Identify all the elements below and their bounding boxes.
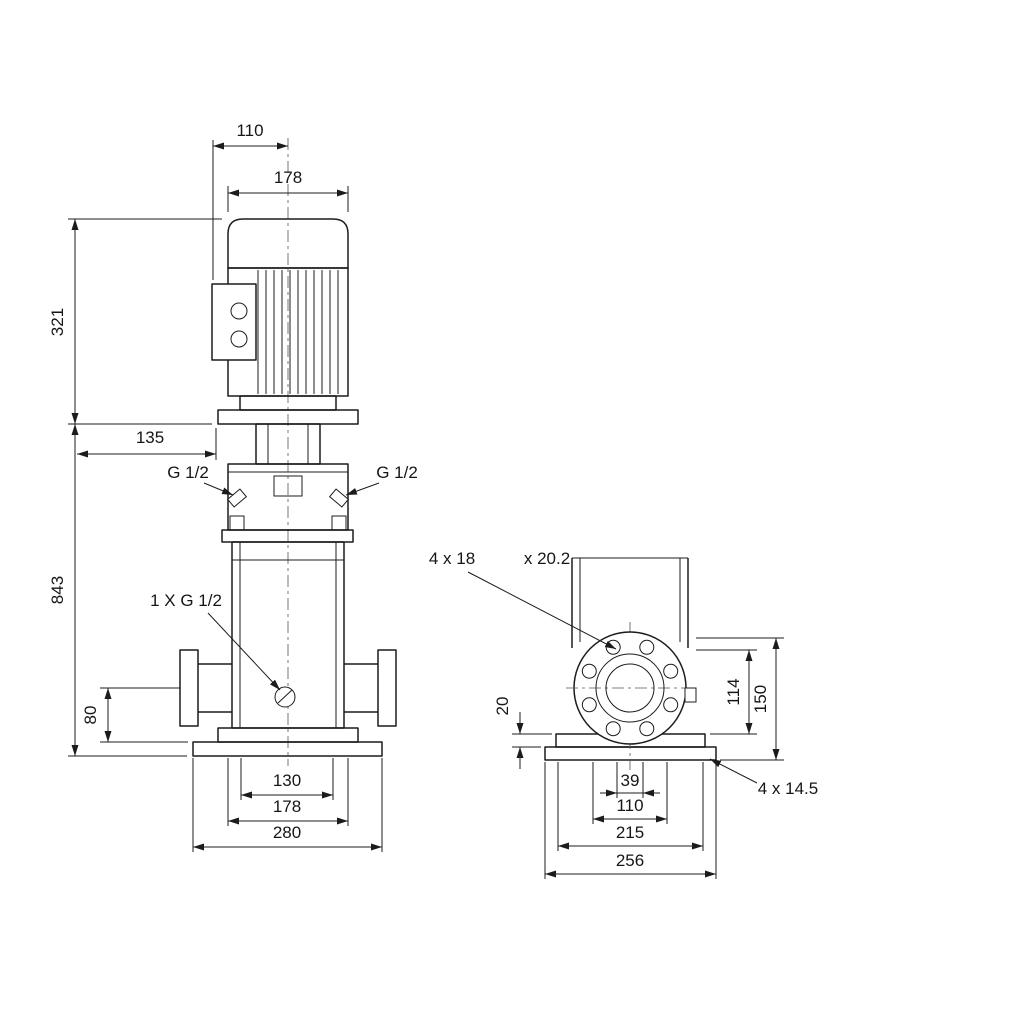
dim-114-label: 114 (724, 678, 743, 705)
head-plug-right-icon (328, 488, 350, 508)
dim-178-bottom-label: 178 (273, 797, 301, 816)
dim-843: 843 (48, 424, 187, 757)
flange-clamp-icon (684, 687, 697, 703)
base-front (192, 727, 383, 757)
port-flange-left (179, 649, 232, 727)
label-drain: 1 X G 1/2 (150, 591, 281, 691)
dim-215: 215 (557, 762, 704, 851)
dim-150-label: 150 (751, 685, 770, 713)
dim-256: 256 (544, 762, 717, 879)
dim-114: 114 (696, 649, 757, 735)
label-g-half-left: G 1/2 (167, 463, 234, 496)
flange-counterbore-label: x 20.2 (524, 549, 570, 568)
flange-face (566, 622, 697, 770)
dim-20-label: 20 (493, 697, 512, 716)
dim-130-label: 130 (273, 771, 301, 790)
side-column (571, 557, 689, 648)
label-flange-holes: 4 x 18 x 20.2 (429, 549, 617, 650)
dim-321-label: 321 (48, 308, 67, 336)
pump-head (221, 463, 354, 543)
terminal-box (211, 283, 257, 361)
front-view: 110 178 321 843 135 G 1/2 (48, 121, 418, 852)
motor-cooling-fins (257, 270, 339, 394)
dim-110-side-label: 110 (616, 796, 643, 815)
dim-150: 150 (696, 637, 784, 761)
motor (211, 218, 359, 425)
drain-label: 1 X G 1/2 (150, 591, 222, 610)
dim-80-label: 80 (81, 706, 100, 725)
dim-280: 280 (192, 758, 383, 852)
dim-20: 20 (493, 697, 552, 769)
dim-110-front-label: 110 (236, 121, 263, 140)
dim-110-side: 110 (592, 762, 668, 824)
coupling-window (273, 475, 303, 497)
side-view: 4 x 18 x 20.2 20 114 150 (429, 549, 818, 879)
label-base-holes: 4 x 14.5 (709, 758, 819, 798)
dim-178-bottom: 178 (227, 758, 349, 826)
stay-bolt-right-icon (331, 515, 347, 531)
dim-110-front: 110 (212, 121, 288, 280)
cable-entry-top-icon (230, 302, 248, 320)
dim-321: 321 (48, 218, 222, 425)
dim-843-label: 843 (48, 576, 67, 604)
head-plug-left-icon (226, 488, 248, 508)
dim-280-label: 280 (273, 823, 301, 842)
dim-80: 80 (81, 687, 188, 743)
g-half-right-label: G 1/2 (376, 463, 418, 482)
dim-256-label: 256 (616, 851, 644, 870)
stay-bolt-left-icon (229, 515, 245, 531)
port-flange-right (344, 649, 397, 727)
label-g-half-right: G 1/2 (345, 463, 418, 496)
g-half-left-label: G 1/2 (167, 463, 209, 482)
base-holes-label: 4 x 14.5 (758, 779, 819, 798)
dim-135: 135 (77, 428, 217, 460)
flange-holes-label: 4 x 18 (429, 549, 475, 568)
dim-178-top-label: 178 (274, 168, 302, 187)
dim-135-label: 135 (136, 428, 164, 447)
drain-plug-icon (274, 686, 296, 708)
cable-entry-bottom-icon (230, 330, 248, 348)
dim-39: 39 (600, 762, 660, 798)
head-flange (221, 529, 354, 543)
dim-39-label: 39 (621, 771, 640, 790)
dim-130: 130 (240, 758, 334, 800)
dim-178-top: 178 (227, 168, 349, 212)
dim-215-label: 215 (616, 823, 644, 842)
